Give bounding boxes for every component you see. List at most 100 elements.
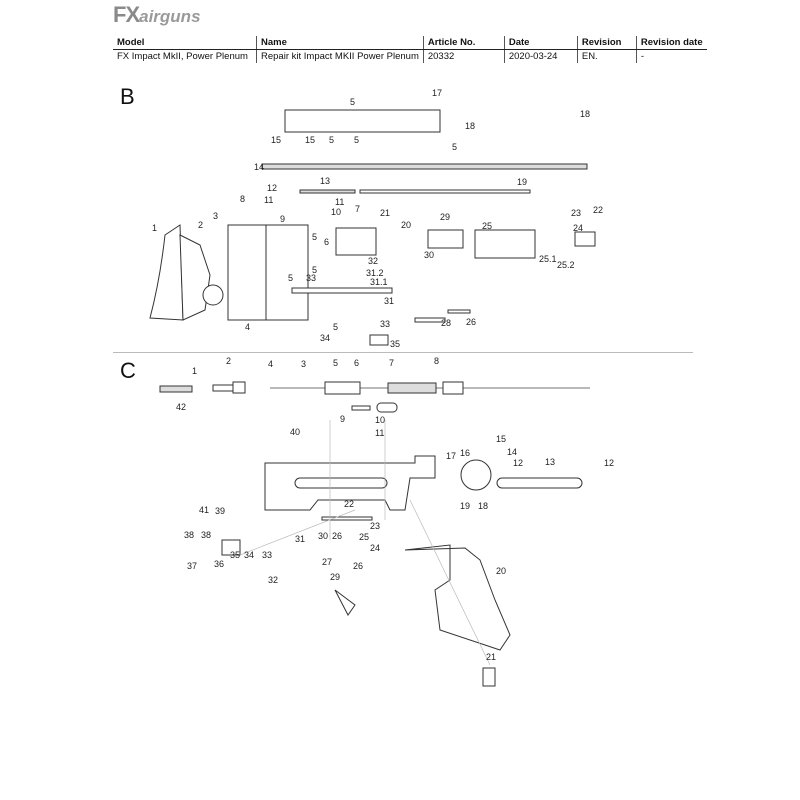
part-1-grip-panel xyxy=(149,224,184,321)
part-callout: 2 xyxy=(198,220,203,230)
part-22-bar xyxy=(321,516,373,521)
part-callout: 38 xyxy=(201,530,211,540)
part-callout: 23 xyxy=(370,521,380,531)
document-info-table: Model Name Article No. Date Revision Rev… xyxy=(113,36,707,63)
part-callout: 17 xyxy=(432,88,442,98)
part-callout: 19 xyxy=(460,501,470,511)
part-callout: 10 xyxy=(375,415,385,425)
table-row: FX Impact MkII, Power Plenum Repair kit … xyxy=(113,49,707,63)
part-28-screw xyxy=(414,317,446,323)
part-callout: 11 xyxy=(264,195,273,205)
part-callout: 35 xyxy=(230,550,240,560)
part-callout: 13 xyxy=(545,457,555,467)
part-9-pin xyxy=(351,405,371,411)
part-callout: 18 xyxy=(478,501,488,511)
part-callout: 16 xyxy=(460,448,470,458)
part-callout: 14 xyxy=(254,162,264,172)
cell-model: FX Impact MkII, Power Plenum xyxy=(117,51,248,62)
header-article-no: Article No. xyxy=(422,36,505,50)
part-1-grip-body xyxy=(179,234,211,321)
part-callout: 35 xyxy=(390,339,400,349)
part-callout: 31.1 xyxy=(370,277,388,287)
part-callout: 4 xyxy=(268,359,273,369)
part-5-tube xyxy=(324,381,361,395)
part-31-lever xyxy=(291,287,393,294)
part-15-wheel xyxy=(460,459,492,491)
part-12-strip xyxy=(299,189,356,194)
part-callout: 39 xyxy=(215,506,225,516)
part-callout: 12 xyxy=(604,458,614,468)
part-callout: 6 xyxy=(354,358,359,368)
part-callout: 33 xyxy=(306,273,316,283)
part-callout: 31.2 xyxy=(366,268,384,278)
header-revision: Revision xyxy=(576,36,637,50)
part-callout: 26 xyxy=(466,317,476,327)
part-17-rail xyxy=(284,109,441,133)
cell-revision-date: - xyxy=(635,49,707,63)
part-callout: 24 xyxy=(573,223,583,233)
part-callout: 42 xyxy=(176,402,186,412)
part-callout: 38 xyxy=(184,530,194,540)
fx-airguns-logo: FXairguns xyxy=(113,2,201,28)
part-callout: 37 xyxy=(187,561,197,571)
part-callout: 11 xyxy=(335,197,344,207)
part-callout: 36 xyxy=(214,559,224,569)
part-callout: 14 xyxy=(507,447,517,457)
part-callout: 26 xyxy=(332,531,342,541)
part-callout: 15 xyxy=(496,434,506,444)
part-21-screw xyxy=(482,667,496,687)
logo-airguns: airguns xyxy=(139,7,201,26)
part-callout: 5 xyxy=(312,265,317,275)
part-callout: 6 xyxy=(324,237,329,247)
part-callout: 30 xyxy=(318,531,328,541)
part-callout: 18 xyxy=(465,121,475,131)
part-callout: 21 xyxy=(486,652,496,662)
part-29-clamp xyxy=(427,229,464,249)
part-callout: 9 xyxy=(340,414,345,424)
part-callout: 1 xyxy=(152,223,157,233)
part-callout: 5 xyxy=(350,97,355,107)
part-callout: 32 xyxy=(368,256,378,266)
part-callout: 23 xyxy=(571,208,581,218)
part-callout: 32 xyxy=(268,575,278,585)
part-callout: 25.1 xyxy=(539,254,557,264)
part-callout: 29 xyxy=(440,212,450,222)
part-callout: 5 xyxy=(312,232,317,242)
part-callout: 19 xyxy=(517,177,527,187)
part-10-link xyxy=(376,402,398,413)
part-callout: 25 xyxy=(482,221,492,231)
part-callout: 1 xyxy=(192,366,197,376)
part-callout: 17 xyxy=(446,451,456,461)
part-8-block xyxy=(442,381,464,395)
part-callout: 4 xyxy=(245,322,250,332)
part-callout: 33 xyxy=(262,550,272,560)
part-callout: 26 xyxy=(353,561,363,571)
part-callout: 29 xyxy=(330,572,340,582)
part-callout: 24 xyxy=(370,543,380,553)
part-callout: 27 xyxy=(322,557,332,567)
part-callout: 3 xyxy=(301,359,306,369)
part-callout: 31 xyxy=(295,534,305,544)
part-1-head xyxy=(232,381,246,394)
part-callout: 25 xyxy=(359,532,369,542)
part-callout: 5 xyxy=(288,273,293,283)
part-callout: 5 xyxy=(452,142,457,152)
part-3-plate xyxy=(227,224,267,321)
part-1-stem xyxy=(212,384,234,392)
logo-fx: FX xyxy=(113,2,140,27)
part-callout: 7 xyxy=(355,204,360,214)
section-divider xyxy=(113,352,693,353)
part-25-cylinder xyxy=(474,229,536,259)
cell-date: 2020-03-24 xyxy=(503,49,578,63)
part-callout: 40 xyxy=(290,427,300,437)
part-callout: 20 xyxy=(496,566,506,576)
header-model: Model xyxy=(113,36,257,50)
part-24-fitting xyxy=(574,231,596,247)
part-callout: 9 xyxy=(280,214,285,224)
part-callout: 2 xyxy=(226,356,231,366)
part-callout: 22 xyxy=(593,205,603,215)
header-name: Name xyxy=(256,36,424,50)
